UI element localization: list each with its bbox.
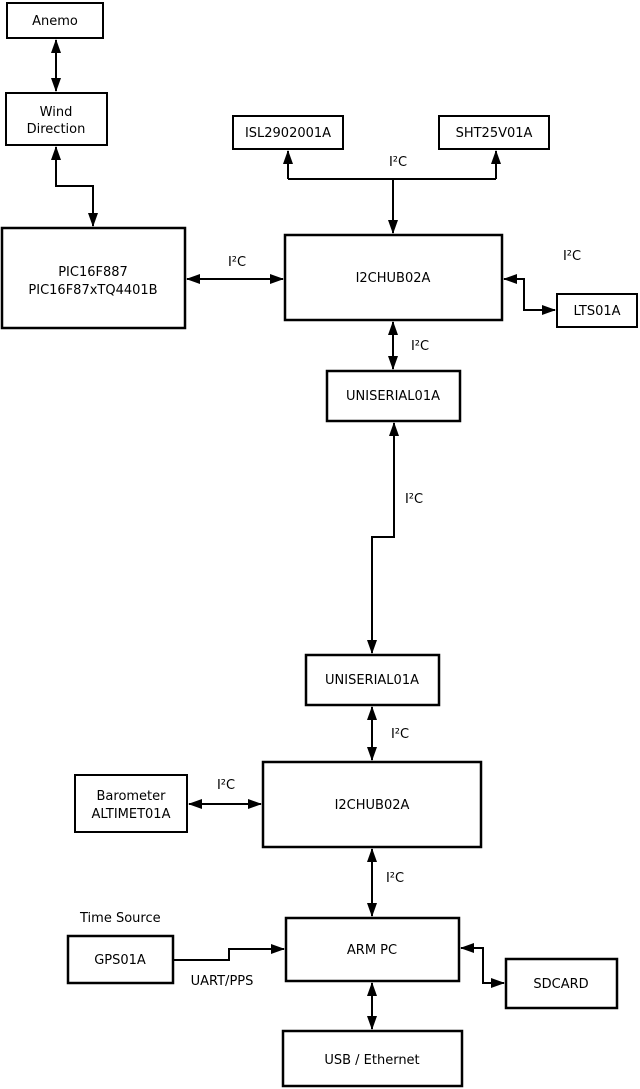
node-anemo: Anemo [6,2,104,39]
gps01a-label: GPS01A [94,953,146,968]
sdcard-label: SDCARD [533,977,588,992]
edge-winddirection-pic [51,146,98,227]
edge-armpc-sdcard [460,943,505,988]
barometer-label-line1: Barometer [97,789,167,804]
node-i2chub-bottom: I2CHUB02A [261,760,483,849]
node-sht25v01a: SHT25V01A [438,115,550,150]
i2chub-top-label: I2CHUB02A [356,271,431,286]
edge-hubtop-lts [503,274,556,315]
node-arm-pc: ARM PC [284,916,461,983]
node-sdcard: SDCARD [504,957,619,1010]
i2c-label-uniserial-hub2: I²C [391,727,409,742]
node-barometer: Barometer ALTIMET01A [74,774,188,833]
barometer-label-line2: ALTIMET01A [92,807,171,822]
i2c-label-uniserial-link: I²C [405,492,423,507]
time-source-label: Time Source [79,911,161,926]
i2c-label-pic-hub: I²C [228,255,246,270]
usb-ethernet-label: USB / Ethernet [324,1053,419,1068]
node-uniserial-top: UNISERIAL01A [325,369,462,423]
uart-pps-label: UART/PPS [191,974,254,989]
uniserial-top-label: UNISERIAL01A [346,389,440,404]
i2c-label-barometer-hub2: I²C [217,778,235,793]
i2c-label-hub-uniserial: I²C [411,339,429,354]
isl2902001a-label: ISL2902001A [245,126,331,141]
wind-direction-label-line2: Direction [27,122,86,137]
i2c-label-sensor-branch: I²C [389,155,407,170]
lts01a-label: LTS01A [573,304,620,319]
edge-uniserialtop-uniserialbottom [367,422,399,654]
anemo-label: Anemo [32,14,78,29]
i2c-label-hub2-armpc: I²C [386,871,404,886]
i2c-label-hub-lts: I²C [563,249,581,264]
node-isl2902001a: ISL2902001A [232,115,344,150]
pic-label-line2: PIC16F87xTQ4401B [28,283,157,298]
arm-pc-label: ARM PC [347,943,397,958]
pic-label-line1: PIC16F887 [58,265,128,280]
node-wind-direction: Wind Direction [5,92,108,146]
node-lts01a: LTS01A [556,293,638,328]
uniserial-bottom-label: UNISERIAL01A [325,673,419,688]
node-gps01a: GPS01A [66,934,175,985]
sht25v01a-label: SHT25V01A [456,126,533,141]
i2chub-bottom-label: I2CHUB02A [335,798,410,813]
node-pic: PIC16F887 PIC16F87xTQ4401B [0,226,187,330]
node-uniserial-bottom: UNISERIAL01A [304,653,441,707]
wind-direction-label-line1: Wind [40,105,73,120]
node-usb-ethernet: USB / Ethernet [281,1029,464,1088]
edge-gps-armpc [173,944,285,961]
node-i2chub-top: I2CHUB02A [283,233,504,322]
